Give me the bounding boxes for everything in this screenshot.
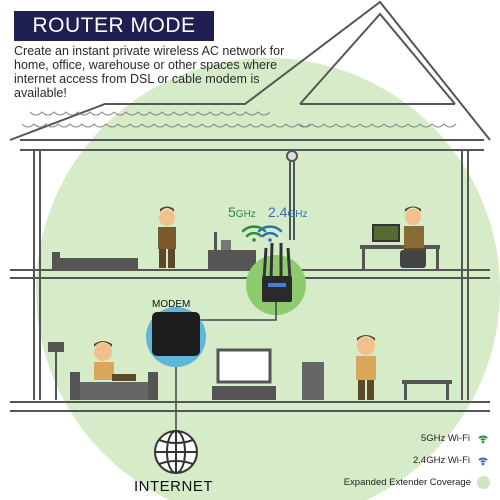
lamp-left — [48, 342, 64, 400]
bed-left — [52, 252, 138, 270]
description-line: Create an instant private wireless AC ne… — [14, 44, 285, 58]
internet-label: INTERNET — [134, 478, 213, 495]
person-upstairs-right — [400, 206, 426, 268]
router-cable — [200, 302, 277, 321]
page-title: ROUTER MODE — [14, 11, 214, 41]
band-24ghz-label: 2.4GHz — [268, 204, 307, 220]
internet-globe — [154, 430, 198, 474]
wifi-icon — [478, 457, 488, 466]
description: Create an instant private wireless AC ne… — [14, 44, 314, 100]
legend-item-5ghz: 5GHz Wi-Fi — [330, 427, 490, 449]
roof — [9, 0, 491, 151]
sofa — [70, 372, 158, 400]
roof-tiles — [21, 111, 457, 128]
legend-item-24ghz: 2.4GHz Wi-Fi — [330, 449, 490, 471]
tv-stand — [212, 348, 276, 400]
band-24ghz-number: 2.4 — [268, 204, 288, 220]
desk-right — [360, 224, 440, 270]
wifi-symbols — [241, 225, 283, 242]
person-sofa — [94, 341, 136, 381]
band-5ghz-number: 5 — [228, 204, 236, 220]
legend-label: 2.4GHz Wi-Fi — [413, 454, 470, 466]
legend: 5GHz Wi-Fi 2.4GHz Wi-Fi Expanded Extende… — [330, 427, 490, 493]
legend-item-coverage: Expanded Extender Coverage — [330, 471, 490, 493]
person-standing — [356, 335, 376, 400]
legend-label: 5GHz Wi-Fi — [420, 432, 470, 444]
cabinet — [302, 362, 324, 400]
legend-label: Expanded Extender Coverage — [343, 476, 471, 488]
wifi-icon — [478, 435, 488, 444]
side-table — [402, 380, 452, 400]
coverage-dot-icon — [477, 475, 490, 489]
shelf — [208, 232, 256, 270]
router-device — [246, 242, 306, 315]
description-line: home, office, warehouse or other spaces … — [14, 58, 278, 72]
modem-device — [146, 307, 206, 367]
band-5ghz-unit: GHz — [235, 209, 256, 220]
band-24ghz-unit: GHz — [287, 209, 308, 220]
person-upstairs-left — [158, 206, 176, 268]
band-5ghz-label: 5GHz — [228, 204, 256, 220]
description-line: available! — [14, 86, 67, 100]
modem-label: MODEM — [152, 299, 191, 310]
description-line: internet access from DSL or cable modem … — [14, 72, 260, 86]
